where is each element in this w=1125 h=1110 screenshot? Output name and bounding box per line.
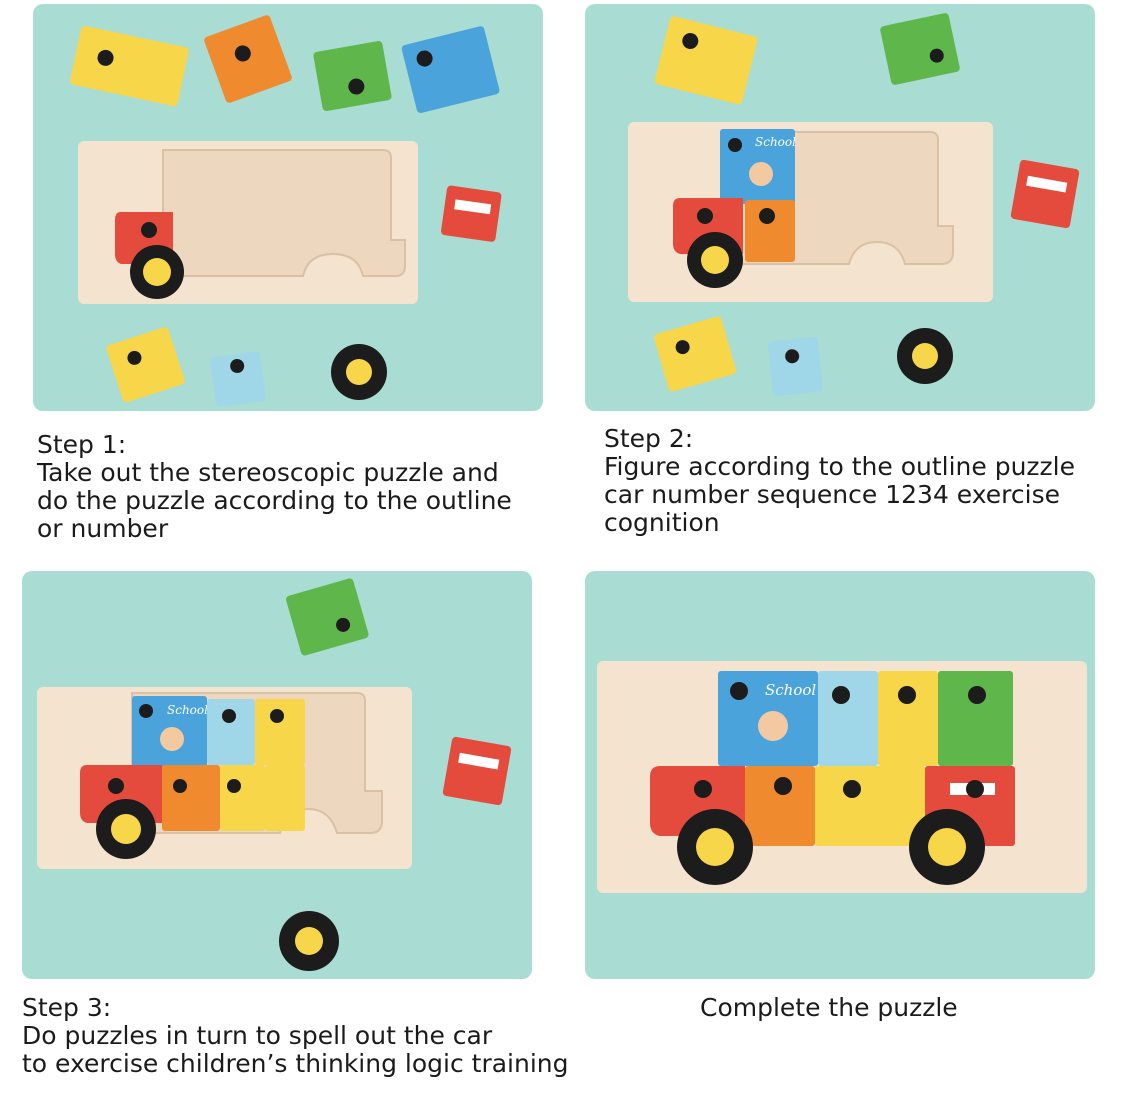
step-2-title: Step 2: — [604, 424, 694, 453]
step-1-caption: Step 1: Take out the stereoscopic puzzle… — [37, 431, 557, 543]
step-2-caption: Step 2: Figure according to the outline … — [604, 425, 1114, 537]
step-1-title: Step 1: — [37, 430, 127, 459]
step-1-text: Take out the stereoscopic puzzle and do … — [37, 458, 512, 543]
step-2-photo: School — [585, 4, 1095, 411]
complete-caption: Complete the puzzle — [700, 994, 1080, 1022]
step-3-caption: Step 3: Do puzzles in turn to spell out … — [22, 994, 602, 1078]
complete-photo: School — [585, 571, 1095, 979]
step-3-photo: School — [22, 571, 532, 979]
complete-text: Complete the puzzle — [700, 993, 958, 1022]
school-sign: School — [765, 681, 816, 699]
step-3-text: Do puzzles in turn to spell out the car … — [22, 1021, 569, 1078]
step-1-photo — [33, 4, 543, 411]
step-2-text: Figure according to the outline puzzle c… — [604, 452, 1076, 537]
school-sign: School — [755, 135, 796, 149]
step-3-title: Step 3: — [22, 993, 112, 1022]
school-sign: School — [167, 703, 208, 717]
